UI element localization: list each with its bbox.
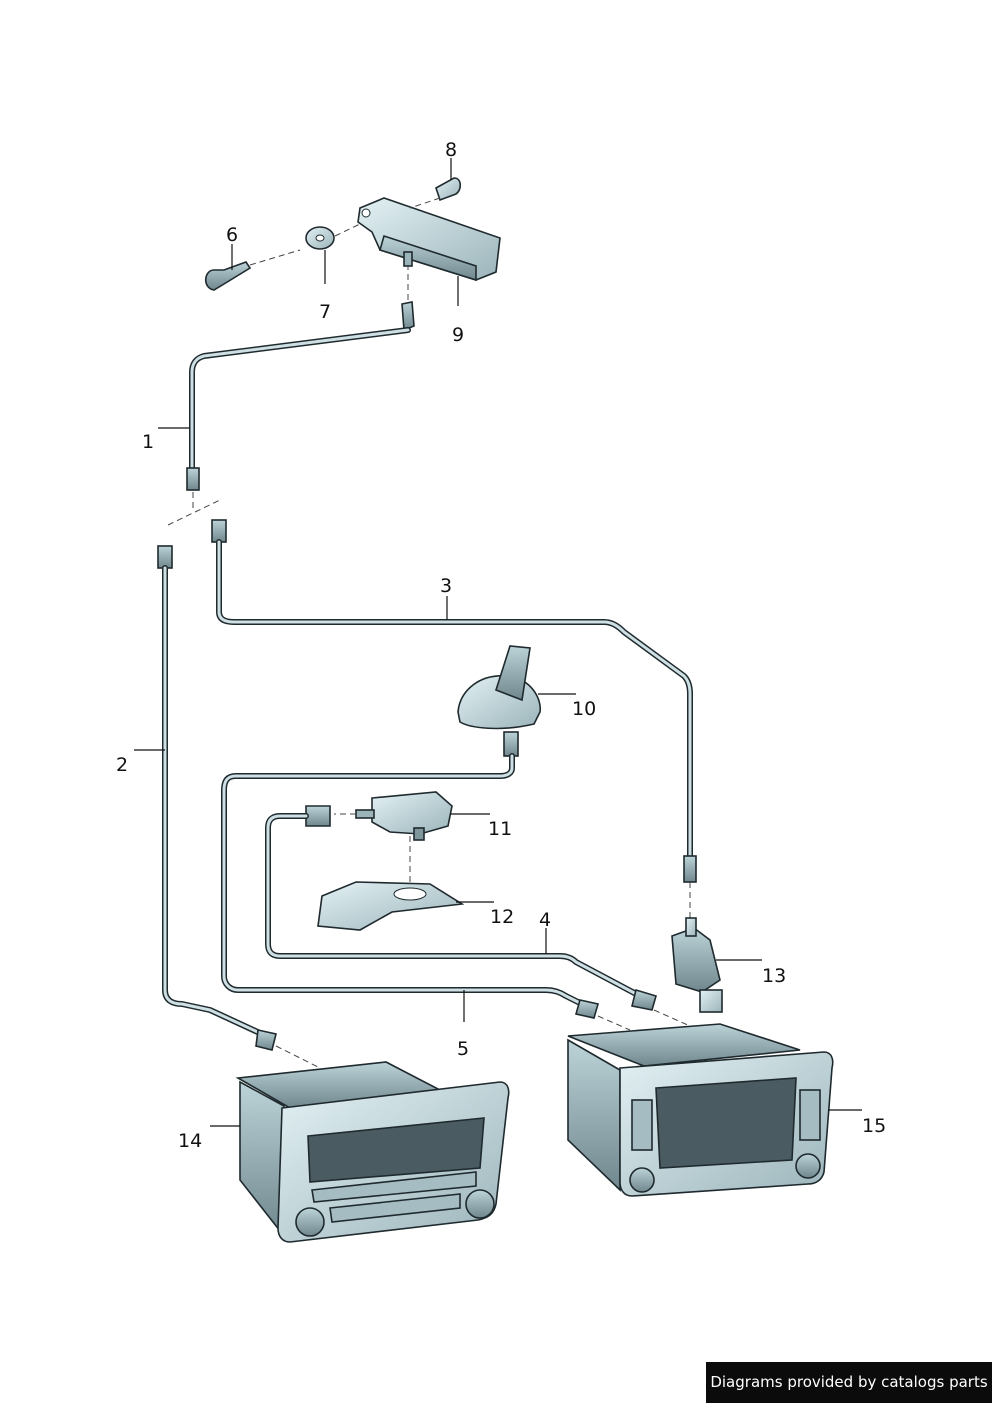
callout-10: 10 — [572, 698, 596, 720]
callout-14: 14 — [178, 1130, 202, 1152]
washer — [305, 223, 361, 250]
callout-8: 8 — [445, 139, 457, 161]
cable-3 — [211, 519, 697, 883]
rivet-nut — [409, 177, 462, 209]
callout-15: 15 — [862, 1115, 886, 1137]
amplifier-module — [357, 197, 501, 282]
cable-1 — [186, 301, 415, 491]
callout-7: 7 — [319, 301, 331, 323]
module-11 — [355, 791, 453, 841]
cable-5 — [221, 753, 600, 1019]
screw — [204, 249, 301, 291]
adapter-13 — [671, 917, 723, 1013]
callout-13: 13 — [762, 965, 786, 987]
callout-3: 3 — [440, 575, 452, 597]
callout-11: 11 — [488, 818, 512, 840]
credit-banner: Diagrams provided by catalogs parts — [706, 1362, 992, 1403]
bracket-12 — [317, 881, 465, 931]
callout-1: 1 — [142, 431, 154, 453]
navigation-unit-15 — [567, 1023, 834, 1197]
callout-12: 12 — [490, 906, 514, 928]
cable-4 — [265, 805, 657, 1011]
radio-unit-14 — [235, 1061, 510, 1243]
cable-2 — [157, 545, 277, 1051]
roof-antenna — [457, 645, 541, 757]
callout-6: 6 — [226, 224, 238, 246]
callout-9: 9 — [452, 324, 464, 346]
callout-4: 4 — [539, 909, 551, 931]
callout-2: 2 — [116, 754, 128, 776]
callout-5: 5 — [457, 1038, 469, 1060]
